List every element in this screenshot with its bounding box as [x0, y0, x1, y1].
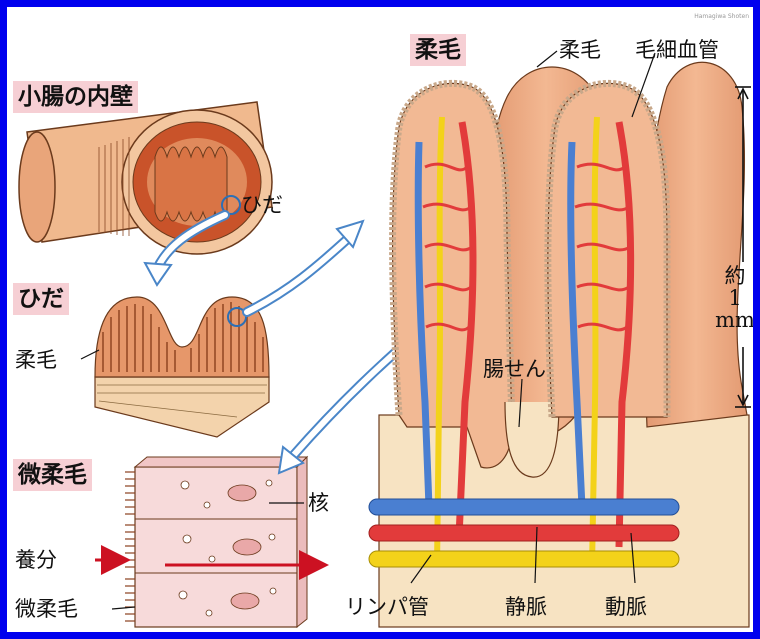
scale-unit: mm — [715, 309, 753, 331]
label-villus-left: 柔毛 — [15, 348, 57, 372]
label-crypt: 腸せん — [483, 357, 546, 381]
label-nucleus: 核 — [308, 491, 329, 515]
label-capillary: 毛細血管 — [635, 38, 719, 62]
label-microvilli: 微柔毛 — [15, 597, 78, 621]
heading-fold: ひだ — [13, 283, 69, 315]
label-nutrients: 養分 — [15, 548, 57, 572]
scale-value: 1 — [715, 287, 753, 309]
heading-microvilli: 微柔毛 — [13, 459, 92, 491]
arrow-head-fold — [145, 263, 171, 285]
villus-block — [369, 62, 749, 627]
label-vein: 静脈 — [505, 595, 547, 619]
scale-label: 約 1 mm — [715, 265, 753, 331]
label-lymph-vessel: リンパ管 — [345, 595, 429, 619]
label-artery: 動脈 — [605, 595, 647, 619]
label-fold-detail: ひだ — [241, 193, 283, 217]
intestine-tube — [19, 102, 272, 254]
diagram-canvas: Hamagiwa Shoten 小腸の内壁 ひだ 微柔毛 柔毛 ひだ 柔毛 核 … — [7, 7, 753, 632]
scale-prefix: 約 — [715, 265, 753, 287]
fold-block — [95, 297, 269, 437]
heading-villus: 柔毛 — [410, 34, 466, 66]
cell-block — [125, 457, 307, 627]
label-villus-top: 柔毛 — [559, 38, 601, 62]
credit-text: Hamagiwa Shoten — [694, 13, 749, 20]
heading-small-intestine-wall: 小腸の内壁 — [13, 81, 138, 113]
